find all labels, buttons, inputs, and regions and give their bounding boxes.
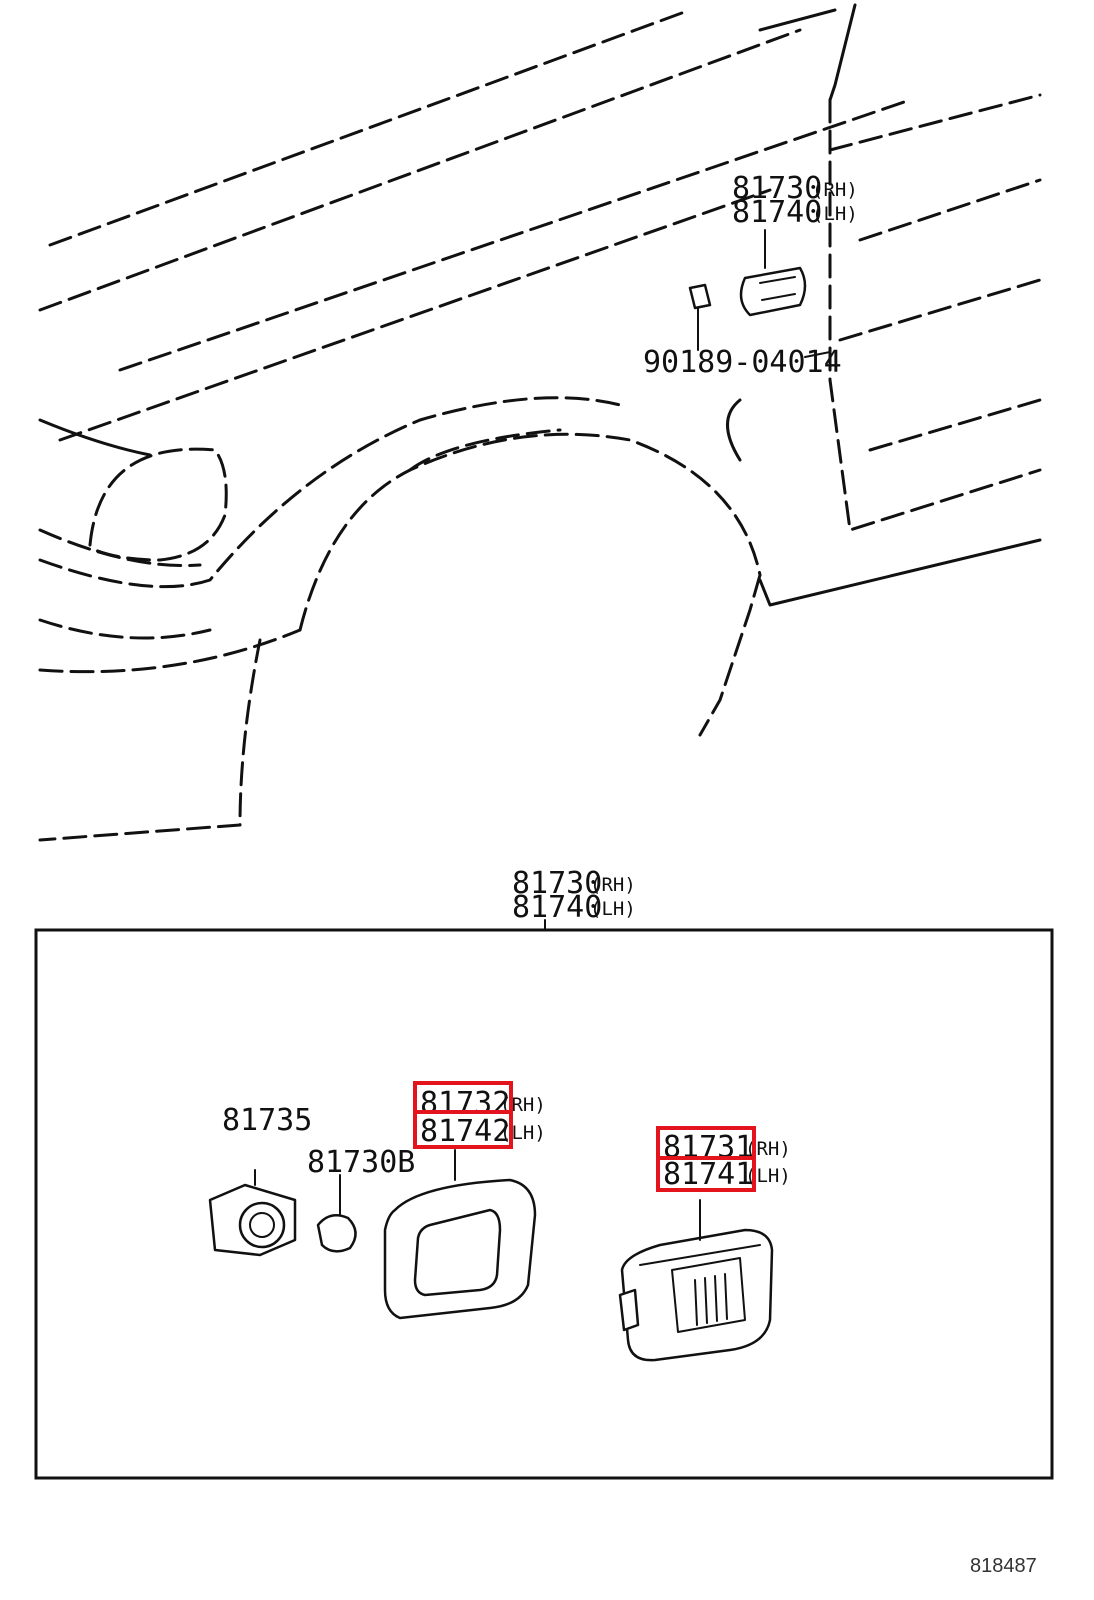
callout-lens1-rh: 81732	[420, 1086, 510, 1121]
callout-upper-rh: 81730	[732, 171, 822, 206]
callout-upper-lh: 81740	[732, 195, 822, 230]
callout-bulb: 81730B	[307, 1145, 415, 1180]
figure-code: 818487	[970, 1555, 1037, 1577]
highlight-box-lens1	[413, 1081, 513, 1149]
lens-gasket-part	[383, 1149, 537, 1320]
callout-upper-rh-side: (RH)	[812, 179, 858, 201]
socket-part	[208, 1169, 297, 1257]
bulb-part	[316, 1174, 357, 1253]
screw-part	[688, 283, 831, 358]
callout-box-rh-side: (RH)	[590, 874, 636, 896]
exploded-view-frame	[34, 928, 1054, 1480]
callout-socket: 81735	[222, 1103, 312, 1138]
lens-part	[618, 1199, 774, 1362]
callout-box-lh: 81740	[512, 890, 602, 925]
side-marker-lamp-assembly	[739, 229, 807, 317]
callout-lens2-lh-side: (LH)	[745, 1165, 791, 1187]
callout-lens2-rh-side: (RH)	[745, 1138, 791, 1160]
vehicle-fender-outline	[38, 3, 1042, 842]
callout-box-lh-side: (LH)	[590, 898, 636, 920]
callout-lens1-lh: 81742	[420, 1114, 510, 1149]
callout-screw: 90189-04014	[643, 345, 842, 380]
callout-lens1-lh-side: (LH)	[500, 1122, 546, 1144]
callout-lens2-lh: 81741	[663, 1157, 753, 1192]
callout-box-rh: 81730	[512, 866, 602, 901]
callout-upper-lh-side: (LH)	[812, 203, 858, 225]
